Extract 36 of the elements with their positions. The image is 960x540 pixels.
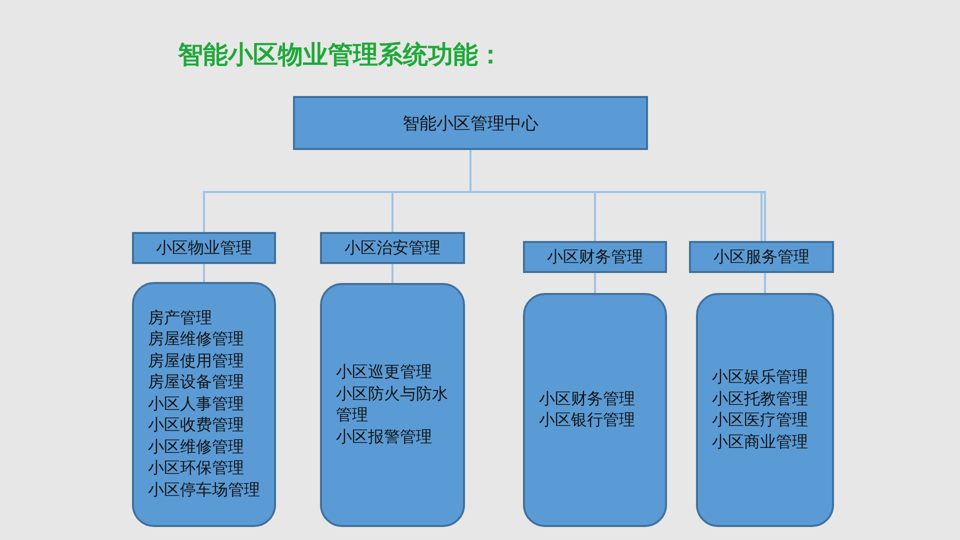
list-item: 房屋使用管理: [148, 352, 245, 372]
box-label: 小区物业管理: [156, 238, 252, 258]
list-item: 小区防火与防水管理: [336, 384, 449, 426]
heading-box: [132, 232, 276, 264]
list-item: 小区停车场管理: [148, 480, 260, 501]
list-item: 小区报警管理: [336, 428, 433, 448]
heading-box: [523, 241, 667, 273]
rounded-box: [132, 282, 276, 527]
heading-box: [293, 96, 648, 150]
list-item: 小区收费管理: [148, 416, 245, 436]
diagram-title: 智能小区物业管理系统功能：: [178, 39, 503, 71]
list-item: 小区巡更管理: [336, 362, 433, 383]
list-item: 房产管理: [148, 308, 213, 329]
box-label: 小区治安管理: [344, 238, 440, 258]
list-item: 小区维修管理: [148, 438, 245, 458]
list-item: 小区人事管理: [148, 394, 245, 415]
connector-line: [392, 264, 394, 283]
rounded-box: [696, 293, 834, 527]
box-label: 智能小区管理中心: [402, 112, 538, 134]
box-label: 小区财务管理: [547, 248, 643, 268]
rounded-box: [320, 283, 465, 527]
heading-box: [689, 241, 834, 273]
list-item: 房屋维修管理: [148, 330, 245, 350]
list-item: 小区商业管理: [712, 432, 809, 452]
list-item: 小区财务管理: [539, 390, 636, 410]
list-item: 小区医疗管理: [712, 410, 809, 431]
list-item: 小区银行管理: [539, 410, 636, 431]
connector-line: [203, 264, 205, 282]
connector-line: [594, 273, 596, 293]
box-label: 小区服务管理: [714, 248, 810, 268]
list-item: 小区环保管理: [148, 458, 245, 480]
list-item: 小区娱乐管理: [712, 368, 809, 388]
list-item: 房屋设备管理: [148, 372, 245, 394]
rounded-box: [523, 293, 667, 527]
list-item: 小区托教管理: [712, 390, 809, 410]
heading-box: [320, 232, 465, 264]
